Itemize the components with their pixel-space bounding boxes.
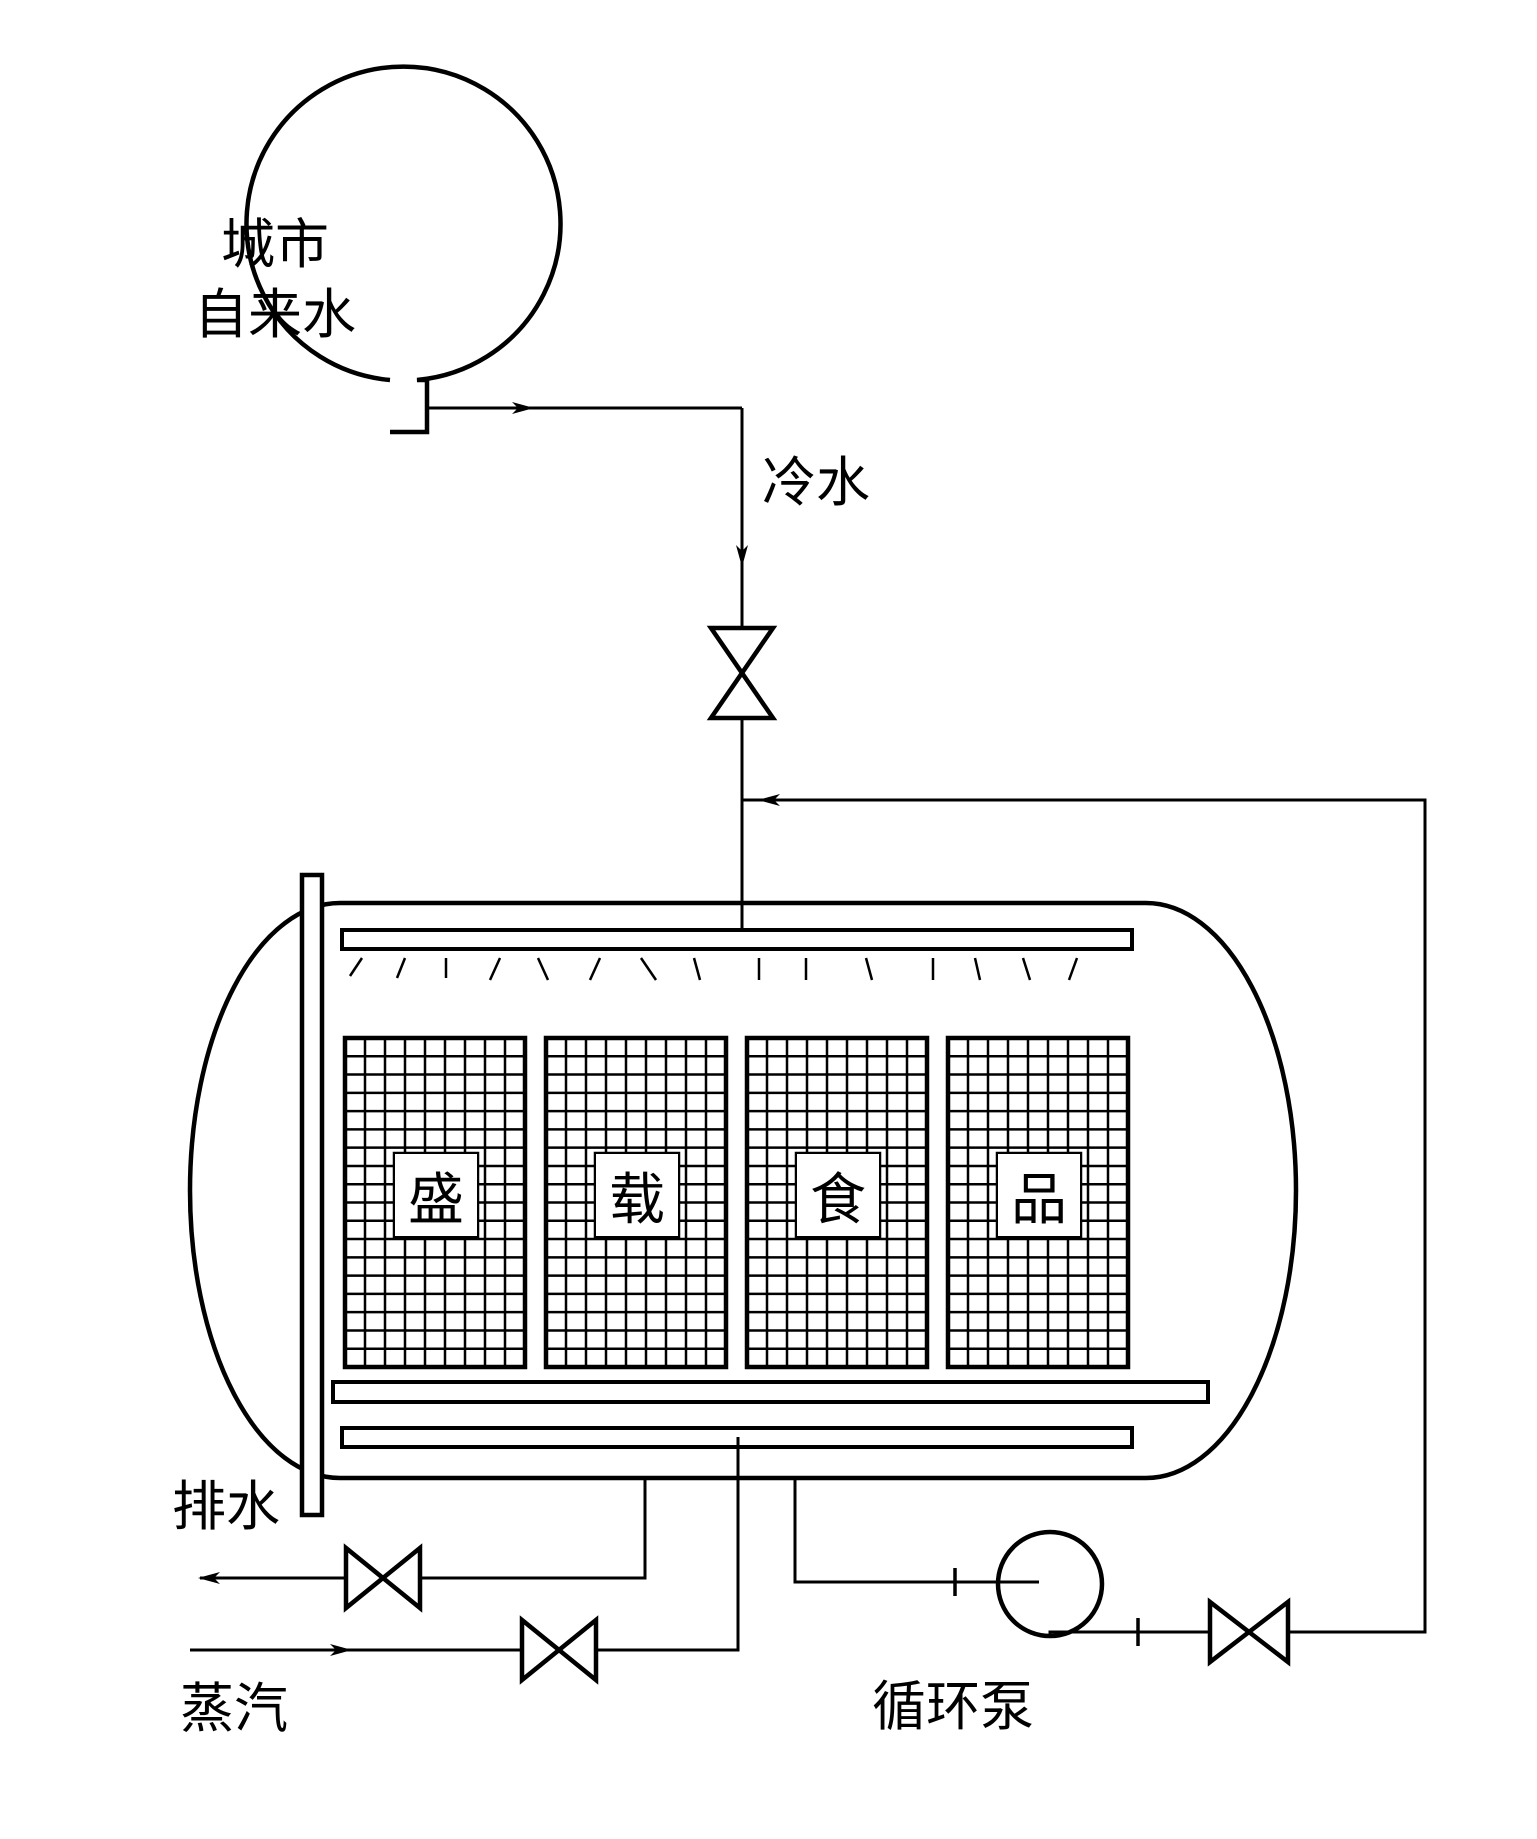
basket-label-1: 盛: [395, 1154, 477, 1236]
door-plate: [299, 872, 325, 1518]
basket-rail: [331, 1380, 1210, 1404]
steam-valve: [519, 1615, 599, 1685]
spray-nozzles: [348, 957, 1079, 981]
retort-vessel: [187, 900, 1299, 1481]
pump-discharge-pipe: [1048, 1630, 1210, 1636]
basket-3: [744, 1035, 930, 1370]
city-water-tank: [244, 64, 563, 435]
steam-pipe: [596, 1437, 740, 1652]
pump-suction-pipe: [793, 1478, 1039, 1584]
drain-label: 排水: [172, 1475, 280, 1538]
cold-water-valve: [706, 625, 778, 721]
basket-label-2: 载: [596, 1154, 678, 1236]
circulation-pump-label: 循环泵: [872, 1675, 1034, 1738]
basket-4: [945, 1035, 1131, 1370]
city-water-label: 城市 自来水: [185, 210, 365, 350]
basket-2: [543, 1035, 729, 1370]
drain-valve: [343, 1543, 423, 1613]
return-pipe: [742, 798, 1427, 1634]
steam-label: 蒸汽: [180, 1677, 288, 1740]
circulation-pump: [995, 1529, 1105, 1639]
drain-pipe: [420, 1478, 647, 1580]
spray-pipe: [340, 928, 1134, 951]
city-water-label-line1: 城市: [221, 213, 329, 276]
basket-label-3: 食: [797, 1154, 879, 1236]
pump-valve: [1207, 1597, 1291, 1667]
basket-label-4: 品: [998, 1154, 1080, 1236]
city-water-tank-base: [242, 432, 390, 451]
cold-water-label: 冷水: [762, 451, 870, 514]
city-water-label-line2: 自来水: [194, 283, 356, 346]
